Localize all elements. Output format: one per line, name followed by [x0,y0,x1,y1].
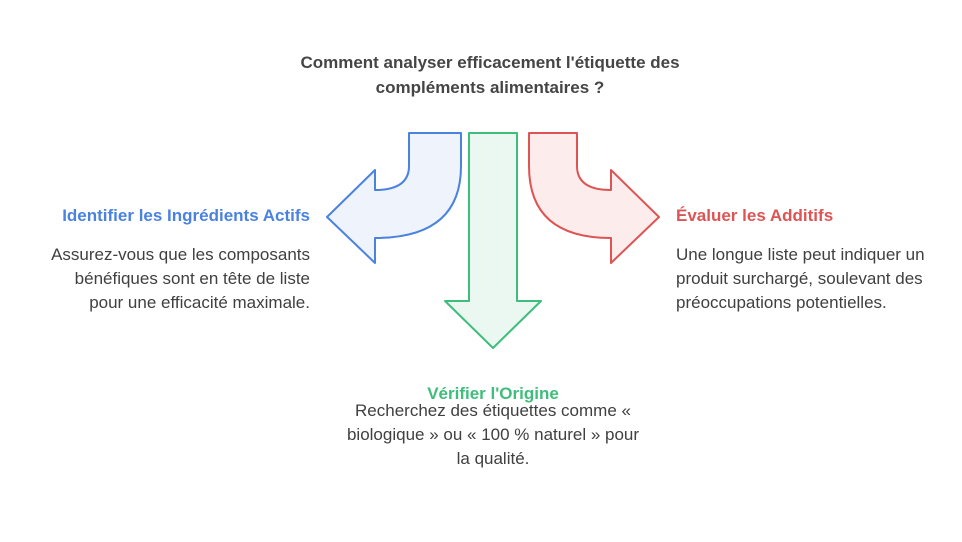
left-arrow [326,132,462,264]
branch-description-active-ingredients: Assurez-vous que les composants bénéfiqu… [51,245,310,312]
branch-heading-active-ingredients: Identifier les Ingrédients Actifs [62,206,310,225]
right-arrow [528,132,660,264]
branch-heading-origin: Vérifier l'Origine [427,384,559,403]
branch-description-additives: Une longue liste peut indiquer un produi… [676,245,925,312]
branch-heading-additives: Évaluer les Additifs [676,206,834,225]
diagram-title: Comment analyser efficacement l'étiquett… [300,53,680,97]
center-arrow [444,132,542,349]
branch-description-origin: Recherchez des étiquettes comme « biolog… [346,401,640,468]
